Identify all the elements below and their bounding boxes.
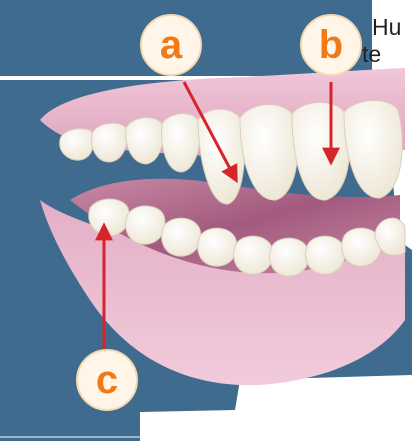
label-b-text: b	[319, 23, 343, 67]
lower-tooth	[306, 236, 345, 274]
label-a: a	[141, 15, 201, 75]
lower-tooth	[89, 199, 129, 236]
lower-tooth	[234, 236, 273, 274]
clipped-heading-fragment: Hu	[372, 16, 401, 39]
clipped-text-fragment: te	[362, 43, 381, 66]
lower-tooth	[162, 218, 201, 256]
lower-tooth	[270, 238, 309, 276]
label-c: c	[77, 350, 137, 410]
lower-tooth	[126, 206, 165, 244]
bottom-border-line	[0, 436, 140, 438]
lower-tooth	[198, 228, 237, 266]
label-a-text: a	[160, 23, 183, 67]
upper-tooth	[60, 129, 94, 160]
label-b: b	[301, 15, 361, 75]
label-c-text: c	[96, 358, 118, 402]
